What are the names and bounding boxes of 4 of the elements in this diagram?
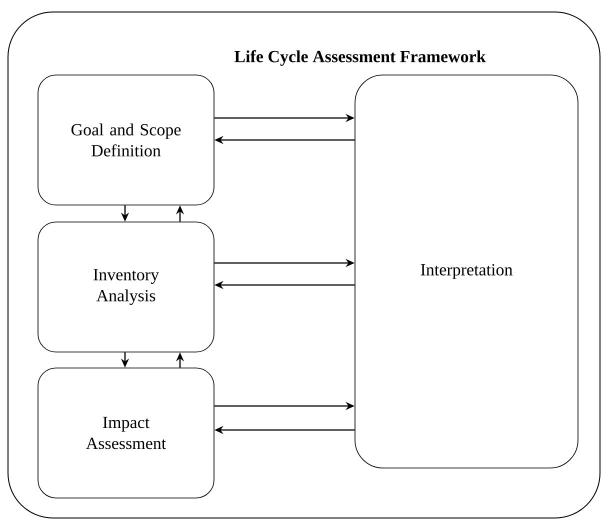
- process-box: Inventory Analysis: [38, 222, 214, 352]
- process-box: Impact Assessment: [38, 368, 214, 498]
- process-box: Interpretation: [354, 74, 578, 468]
- process-box: Goal and Scope Definition: [38, 74, 214, 206]
